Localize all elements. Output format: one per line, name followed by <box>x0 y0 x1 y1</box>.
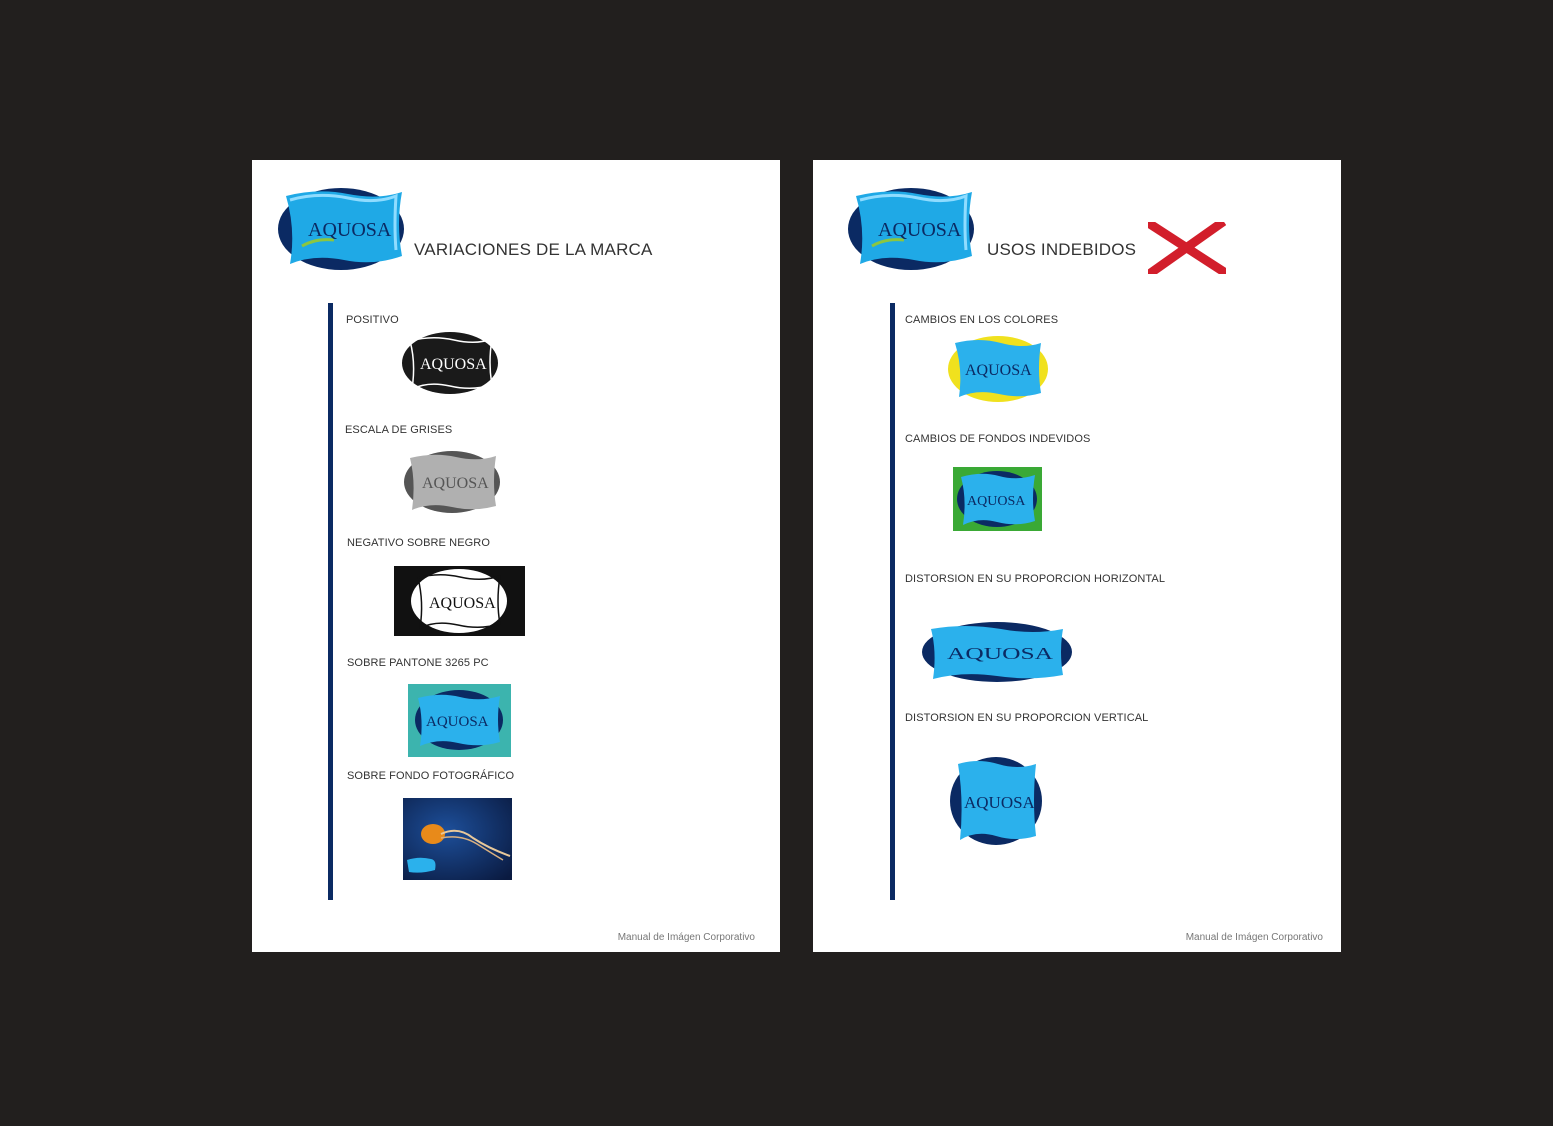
logo-pantone-3265: AQUOSA <box>408 684 511 757</box>
section-divider-bar <box>890 303 895 900</box>
section-label-positivo: POSITIVO <box>346 314 399 326</box>
svg-text:AQUOSA: AQUOSA <box>965 362 1032 379</box>
logo-horizontal-distortion: AQUOSA <box>921 621 1073 683</box>
section-divider-bar <box>328 303 333 900</box>
logo-wrong-colors: AQUOSA <box>947 335 1049 403</box>
logo-negative-black: AQUOSA <box>394 566 525 636</box>
svg-text:AQUOSA: AQUOSA <box>308 219 392 241</box>
svg-text:AQUOSA: AQUOSA <box>422 475 489 492</box>
section-label-color-changes: CAMBIOS EN LOS COLORES <box>905 314 1059 326</box>
section-label-grayscale: ESCALA DE GRISES <box>345 424 453 436</box>
svg-text:AQUOSA: AQUOSA <box>420 356 487 373</box>
logo-grayscale: AQUOSA <box>404 450 500 514</box>
svg-text:AQUOSA: AQUOSA <box>426 714 489 730</box>
section-label-vertical-distortion: DISTORSION EN SU PROPORCION VERTICAL <box>905 712 1149 724</box>
manual-page-variations: AQUOSA VARIACIONES DE LA MARCA POSITIVO … <box>252 160 780 952</box>
logo-photo-background <box>403 798 512 880</box>
section-label-background-changes: CAMBIOS DE FONDOS INDEVIDOS <box>905 433 1091 445</box>
svg-text:AQUOSA: AQUOSA <box>964 793 1036 812</box>
section-label-horizontal-distortion: DISTORSION EN SU PROPORCION HORIZONTAL <box>905 573 1166 585</box>
logo-wrong-background: AQUOSA <box>953 467 1042 531</box>
page-footer: Manual de Imágen Corporativo <box>1185 932 1323 943</box>
aquosa-logo: AQUOSA <box>848 186 978 272</box>
page-footer: Manual de Imágen Corporativo <box>617 932 755 943</box>
svg-text:AQUOSA: AQUOSA <box>878 219 962 241</box>
section-label-negative: NEGATIVO SOBRE NEGRO <box>347 537 490 549</box>
aquosa-logo: AQUOSA <box>278 186 408 272</box>
svg-text:AQUOSA: AQUOSA <box>967 494 1026 509</box>
section-label-photo: SOBRE FONDO FOTOGRÁFICO <box>347 770 515 782</box>
svg-text:AQUOSA: AQUOSA <box>947 644 1054 663</box>
section-label-pantone: SOBRE PANTONE 3265 PC <box>347 657 489 669</box>
manual-page-misuses: AQUOSA USOS INDEBIDOS CAMBIOS EN LOS COL… <box>813 160 1341 952</box>
logo-vertical-distortion: AQUOSA <box>950 756 1043 846</box>
svg-text:AQUOSA: AQUOSA <box>429 595 496 612</box>
page-title: VARIACIONES DE LA MARCA <box>414 240 653 259</box>
logo-positive: AQUOSA <box>402 331 498 395</box>
page-title: USOS INDEBIDOS <box>987 240 1137 259</box>
red-x-icon <box>1143 217 1231 279</box>
